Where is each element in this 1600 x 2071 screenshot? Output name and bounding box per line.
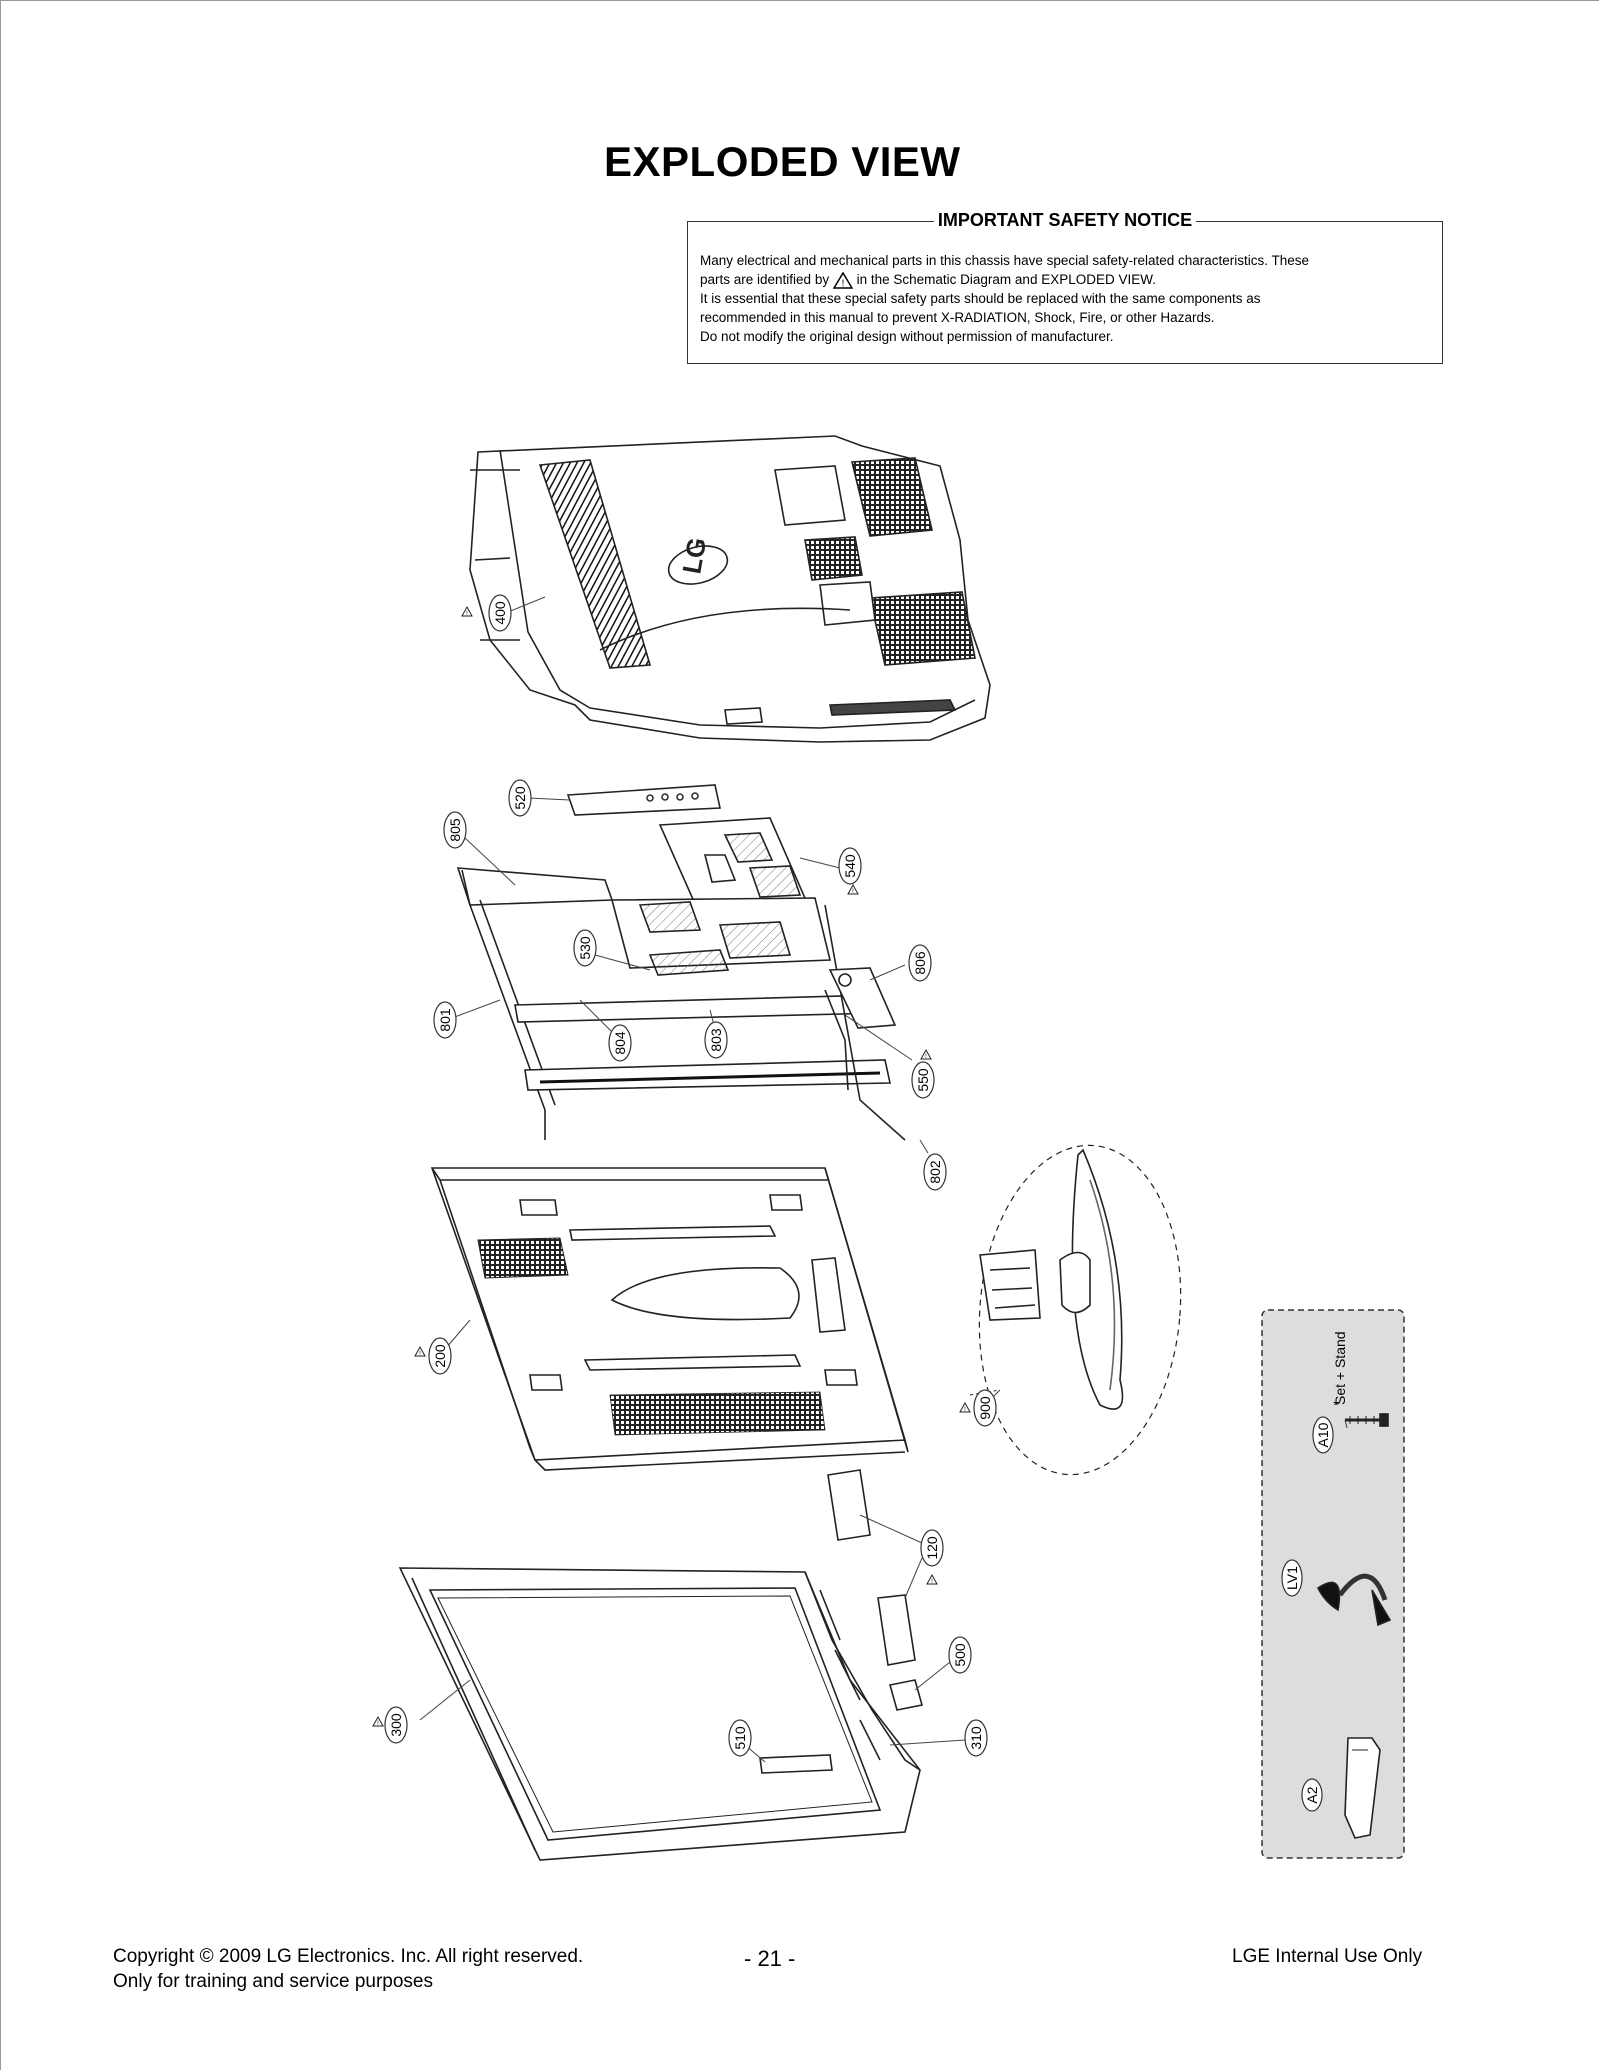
callout-510: 510 <box>732 1726 748 1750</box>
cable-lv1-icon <box>1316 1573 1392 1627</box>
callout-oval-120 <box>920 1529 944 1567</box>
warning-triangle-icon: ! <box>920 1048 932 1060</box>
callout-a10: A10 <box>1315 1422 1331 1447</box>
callout-200: 200 <box>432 1344 448 1368</box>
callout-lv1: LV1 <box>1284 1566 1300 1590</box>
safety-notice-heading: IMPORTANT SAFETY NOTICE <box>933 210 1197 230</box>
callout-oval-900 <box>973 1389 997 1427</box>
callout-a10-note: Set + Stand <box>1332 1331 1348 1405</box>
callout-oval-510 <box>728 1719 752 1757</box>
svg-text:!: ! <box>419 1351 421 1357</box>
callout-oval-400 <box>488 594 512 632</box>
part-500 <box>888 1679 924 1711</box>
callout-804: 804 <box>612 1031 628 1055</box>
warning-triangle-icon: ! <box>414 1345 426 1357</box>
stand-900 <box>969 1144 1182 1476</box>
callout-oval-803 <box>704 1021 728 1059</box>
notice-line-3: It is essential that these special safet… <box>700 291 1261 306</box>
callout-120: 120 <box>924 1536 940 1560</box>
callout-oval-805 <box>443 811 467 849</box>
callout-550: 550 <box>915 1068 931 1092</box>
callout-oval-802 <box>923 1153 947 1191</box>
callout-oval-540 <box>838 847 862 885</box>
notice-line-5: Do not modify the original design withou… <box>700 329 1114 344</box>
callout-oval-804 <box>608 1024 632 1062</box>
svg-text:*: * <box>1333 1397 1339 1413</box>
callout-310: 310 <box>968 1726 984 1750</box>
callout-400: 400 <box>492 601 508 625</box>
safety-notice-box: IMPORTANT SAFETY NOTICE Many electrical … <box>687 210 1443 364</box>
front-cabinet-300 <box>398 1567 921 1861</box>
callout-oval-200 <box>428 1337 452 1375</box>
lcd-panel-200 <box>430 1167 909 1471</box>
callout-oval-310 <box>964 1719 988 1757</box>
svg-text:!: ! <box>964 1407 966 1413</box>
callout-oval-806 <box>908 944 932 982</box>
callout-oval-801 <box>433 1001 457 1039</box>
callout-300: 300 <box>388 1713 404 1737</box>
frame-assembly <box>456 867 906 1141</box>
notice-line-2: parts are identified by ! in the Schemat… <box>700 271 1156 289</box>
part-120-bottom <box>877 1594 916 1666</box>
page-title: EXPLODED VIEW <box>604 138 961 185</box>
callout-oval-530 <box>573 929 597 967</box>
callout-oval-500 <box>948 1636 972 1674</box>
copyright-text: Copyright © 2009 LG Electronics. Inc. Al… <box>113 1946 584 1967</box>
stand-neck-a2-icon <box>1344 1737 1381 1839</box>
purpose-text: Only for training and service purposes <box>113 1971 433 1992</box>
svg-text:!: ! <box>841 278 844 289</box>
warning-triangle-icon: ! <box>847 883 859 895</box>
bracket-520 <box>566 784 721 816</box>
callout-805: 805 <box>447 818 463 842</box>
warning-triangle-icon: ! <box>461 605 473 617</box>
back-cover-400 <box>469 435 991 743</box>
callout-801: 801 <box>437 1008 453 1032</box>
internal-use-text: LGE Internal Use Only <box>1232 1946 1423 1967</box>
callout-530: 530 <box>577 936 593 960</box>
callout-500: 500 <box>952 1643 968 1667</box>
callout-oval-a2 <box>1301 1778 1323 1812</box>
screw-a10-icon <box>1345 1413 1389 1427</box>
svg-text:!: ! <box>925 1054 927 1060</box>
callout-oval-520 <box>508 779 532 817</box>
callout-803: 803 <box>708 1028 724 1052</box>
part-120-top <box>827 1469 871 1541</box>
callout-oval-550 <box>911 1061 935 1099</box>
callout-520: 520 <box>512 786 528 810</box>
callout-oval-lv1 <box>1281 1559 1303 1597</box>
callout-802: 802 <box>927 1160 943 1184</box>
warning-triangle-icon: ! <box>959 1401 971 1413</box>
notice-line-4: recommended in this manual to prevent X-… <box>700 310 1215 325</box>
svg-text:!: ! <box>931 1579 933 1585</box>
svg-text:!: ! <box>377 1721 379 1727</box>
warning-triangle-icon: ! <box>926 1573 938 1585</box>
callout-900: 900 <box>977 1396 993 1420</box>
safety-notice-body: Many electrical and mechanical parts in … <box>700 251 1430 346</box>
notice-line-1: Many electrical and mechanical parts in … <box>700 253 1310 268</box>
callout-540: 540 <box>842 854 858 878</box>
callout-oval-a10 <box>1312 1416 1334 1454</box>
svg-text:!: ! <box>852 889 854 895</box>
warning-triangle-icon: ! <box>372 1715 384 1727</box>
warning-triangle-icon: ! <box>832 271 853 289</box>
callout-oval-300 <box>384 1706 408 1744</box>
callout-806: 806 <box>912 951 928 975</box>
main-board-540 <box>658 817 810 916</box>
svg-text:!: ! <box>466 611 468 617</box>
page-number: - 21 - <box>744 1946 796 1971</box>
lg-logo: LG <box>676 535 712 576</box>
callout-a2: A2 <box>1304 1786 1320 1803</box>
